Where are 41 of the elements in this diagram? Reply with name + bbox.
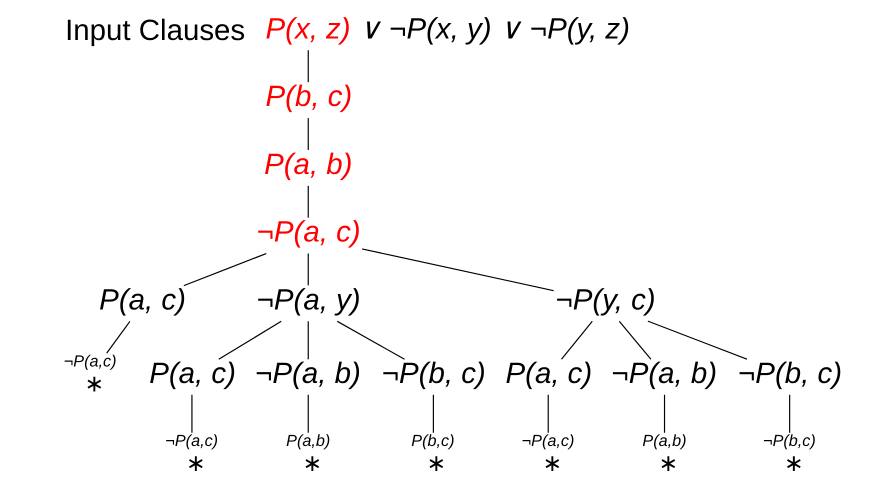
node-text: P(b,c) ∗ xyxy=(411,431,454,476)
node-label: ∨ ¬P(x, y) ∨ ¬P(y, z) xyxy=(359,12,630,45)
node-text: P(b, c) xyxy=(266,80,352,113)
connector xyxy=(789,394,790,432)
node-text: ¬P(a, b) xyxy=(612,356,718,390)
node-text: ¬P(b, c) xyxy=(382,356,486,390)
connector xyxy=(218,320,282,360)
node-text: P(a, c) xyxy=(149,356,236,390)
node-text: ¬P(a,c) ∗ xyxy=(522,431,574,476)
connector xyxy=(432,394,434,432)
node-text: P(a, c) xyxy=(99,282,186,316)
node-text: ¬P(a, b) xyxy=(255,356,361,390)
connector xyxy=(308,320,309,359)
connector xyxy=(548,394,549,432)
connector xyxy=(308,185,309,218)
node-text: P(a,b) ∗ xyxy=(642,431,687,476)
connector xyxy=(308,118,309,150)
node-text: P(a,b) ∗ xyxy=(286,431,330,476)
node-text: ¬P(b,c) ∗ xyxy=(763,431,816,476)
node-text: ¬P(a, y) xyxy=(256,282,361,316)
node-text: P(x, z) xyxy=(266,12,351,45)
connector xyxy=(308,394,309,432)
node-text: ¬P(y, c) xyxy=(556,282,656,316)
node-text: ¬P(a,c) ∗ xyxy=(165,431,218,476)
connector xyxy=(191,394,193,432)
connector xyxy=(362,248,554,291)
connector xyxy=(618,320,652,360)
connector xyxy=(664,394,666,432)
connector xyxy=(308,50,309,82)
connector xyxy=(308,253,309,285)
connector xyxy=(184,252,266,286)
node-text: P(a, b) xyxy=(264,147,352,180)
connector xyxy=(648,320,748,360)
node-text: ¬P(b, c) xyxy=(738,356,842,390)
node-text: ¬P(a,c) ∗ xyxy=(64,352,116,396)
label: Input Clauses xyxy=(65,13,246,46)
connector xyxy=(336,320,405,360)
connector xyxy=(561,320,593,360)
node-text: ¬P(a, c) xyxy=(256,215,361,248)
connector xyxy=(106,320,130,353)
node-text: P(a, c) xyxy=(506,356,592,390)
